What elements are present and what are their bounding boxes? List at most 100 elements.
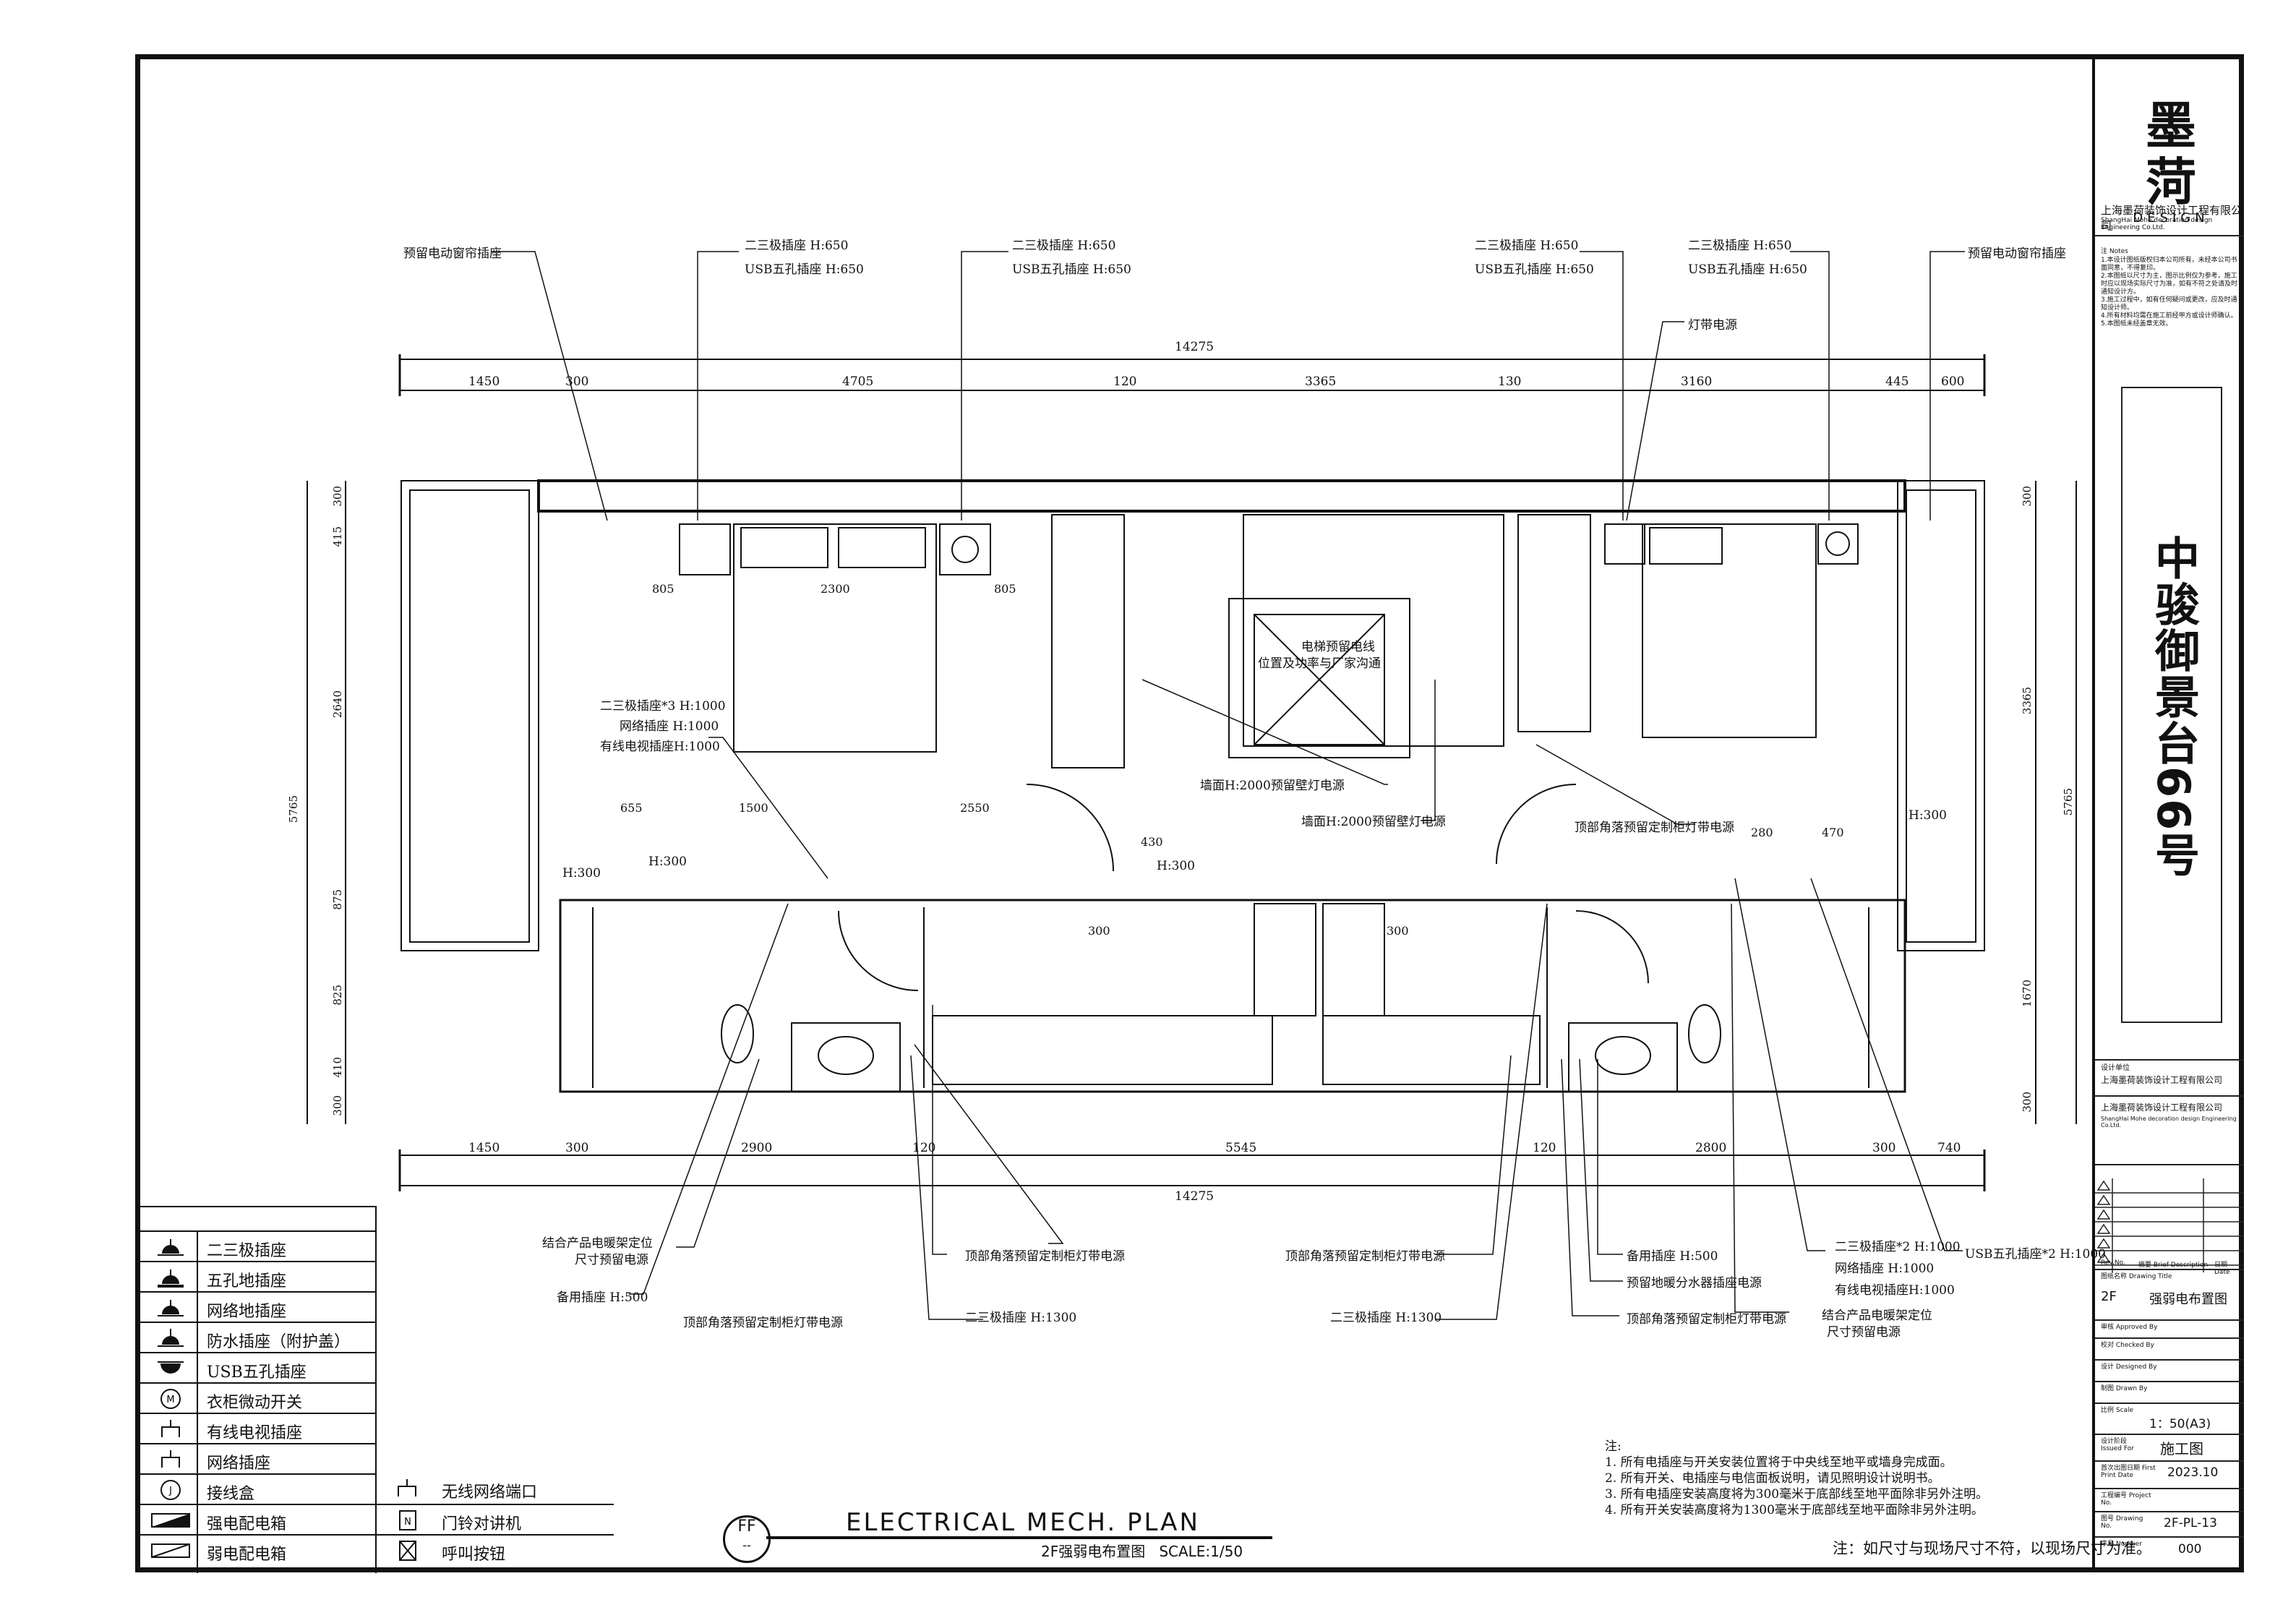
general-note: 4. 所有开关安装高度将为1300毫米于底部线至地平面除非另外注明。 [1605,1503,1984,1517]
dim-bottom-total: 14275 [1175,1189,1215,1204]
dim-left-0: 300 [331,486,344,507]
anno-socket-1a: 二三极插座 H:650 [745,239,849,253]
legend-label: 有线电视插座 [207,1424,303,1442]
dim-right-1: 3365 [2021,687,2034,715]
inner-dim-3: 430 [1141,835,1163,849]
general-note: 2. 所有开关、电插座与电信面板说明，请见照明设计说明书。 [1605,1471,1940,1486]
tb-divider [2095,1381,2244,1382]
plan-subtitle: 2F强弱电布置图 SCALE:1/50 [1041,1540,1243,1561]
title-block: 墨菏 DESIGN 上海墨荷装饰设计工程有限公司 ShangHai Mohe d… [2092,54,2244,1572]
section-marker-label: FF [737,1517,756,1536]
drawing-title-label: 图纸名称 Drawing Title [2101,1273,2172,1280]
legend-row-5: M 衣柜微动开关 [140,1382,375,1413]
tb-divider [2095,1269,2244,1270]
anno-bottom-2: 备用插座 H:500 [557,1290,648,1305]
anno-socket-2a: 二三极插座 H:650 [1012,239,1116,253]
dim-left-1: 415 [331,526,344,547]
approved-label: 审核 Approved By [2101,1324,2158,1331]
dim-top-2: 4705 [842,374,874,389]
drawing-title-value: 强弱电布置图 [2149,1292,2227,1307]
anno-wall-lamp-2: 墙面H:2000预留壁灯电源 [1301,815,1446,829]
tb-divider [2095,1511,2244,1512]
inner-dim-2: 2550 [960,801,990,815]
dim-right-3: 300 [2021,1092,2034,1113]
dim-top-5: 130 [1498,374,1522,389]
legend-left-edge [140,1230,142,1573]
plan-title-cn: 2F强弱电布置图 [1041,1543,1146,1560]
dim-bottom-1: 300 [565,1141,589,1155]
legend-label: 无线网络端口 [442,1483,538,1502]
anno-bed-l-b: 网络插座 H:1000 [620,719,719,734]
wardrobe-switch-icon: M [160,1389,181,1409]
note-item: 2.本图纸以尺寸为主，图示比例仅为参考，施工时应以现场实际尺寸为准，如有不符之处… [2101,273,2238,296]
legend-row-2: 网络地插座 [140,1291,375,1322]
brief-label: 摘要 Brief Description [2138,1262,2209,1269]
drawing-no-value: 2F-PL-13 [2164,1516,2217,1530]
legend-right-row-1: N 门铃对讲机 [375,1504,614,1534]
issued-value: 施工图 [2160,1440,2203,1457]
dim-left-6: 300 [331,1095,344,1116]
legend-spacer [437,1206,438,1230]
tb-divider [2095,1434,2244,1435]
dim-right-2: 1670 [2021,980,2034,1008]
general-note: 1. 所有电插座与开关安装位置将于中央线至地平或墙身完成面。 [1605,1455,1953,1470]
legend-right-row-2: 呼叫按钮 [375,1534,614,1564]
issued-label: 设计阶段 Issued For [2101,1438,2134,1452]
dim-bottom-0: 1450 [468,1141,500,1155]
legend-row-1: 五孔地插座 [140,1261,375,1291]
junction-box-icon: J [160,1480,181,1500]
general-notes-title: 注: [1605,1439,1622,1454]
company-name-2: 上海墨荷装饰设计工程有限公司 [2101,1102,2223,1113]
anno-bottom-13: USB五孔插座*2 H:1000 [1965,1247,2107,1262]
wifi-port-icon [398,1479,416,1496]
tv-socket-icon [161,1420,180,1437]
svg-text:J: J [168,1486,172,1496]
logo-mark: 墨菏 [2146,95,2196,212]
tb-divider [2095,1337,2244,1339]
first-print-value: 2023.10 [2167,1465,2219,1480]
legend-label: 二三极插座 [207,1242,287,1260]
legend-label: 网络插座 [207,1455,271,1473]
dim-bottom-4: 5545 [1225,1141,1257,1155]
anno-light-strip: 灯带电源 [1688,318,1737,333]
inner-dim-0: 655 [620,801,643,815]
dim-right-0: 300 [2021,486,2034,507]
dim-top-4: 3365 [1305,374,1337,389]
plan-scale: SCALE:1/50 [1159,1543,1243,1560]
legend-label: 弱电配电箱 [207,1546,287,1564]
five-hole-floor-socket-icon [158,1269,184,1288]
tb-divider [2095,1164,2244,1165]
legend-right-row-0: 无线网络端口 [375,1473,614,1504]
drawing-no-label: 图号 Drawing No. [2101,1515,2143,1530]
company-name-en-2: ShangHai Mohe decoration design Engineer… [2101,1115,2237,1129]
legend: 二三极插座 五孔地插座 网络地插座 防水插座（附护盖） USB五孔插座 M 衣柜… [140,1206,614,1573]
bed-dim-1: 2300 [821,582,850,596]
anno-socket-3a: 二三极插座 H:650 [1475,239,1579,253]
anno-h300-b: H:300 [648,855,687,869]
dim-bottom-8: 740 [1937,1141,1961,1155]
inner-dim-4: 300 [1088,924,1110,938]
anno-h300-c: H:300 [1157,859,1196,873]
checked-label: 校对 Checked By [2101,1342,2154,1349]
dim-bottom-5: 120 [1533,1141,1556,1155]
anno-bottom-12c: 有线电视插座H:1000 [1835,1283,1955,1298]
dim-right-total: 5765 [2062,788,2075,816]
anno-cabinet-light-r: 顶部角落预留定制柜灯带电源 [1575,821,1734,835]
first-print-label: 首次出图日期 First Print Date [2101,1465,2156,1479]
legend-label: 呼叫按钮 [442,1546,506,1564]
general-notes: 注: 1. 所有电插座与开关安装位置将于中央线至地平或墙身完成面。 2. 所有开… [1605,1439,1988,1518]
anno-bottom-1a: 结合产品电暖架定位 [542,1236,653,1251]
legend-top-line [140,1206,375,1230]
note-item: 1.本设计图纸版权归本公司所有，未经本公司书面同意，不得复印。 [2101,257,2237,272]
dim-bottom-7: 300 [1872,1141,1896,1155]
anno-bottom-8: 备用插座 H:500 [1627,1249,1718,1264]
dim-top-total: 14275 [1175,340,1215,354]
bed-dim-0: 805 [652,582,674,596]
dim-top-8: 600 [1941,374,1965,389]
anno-wall-lamp-1: 墙面H:2000预留壁灯电源 [1200,779,1345,793]
scale-label: 比例 Scale [2101,1407,2134,1414]
section-marker: FF -- [723,1515,771,1563]
designer-value: 上海墨荷装饰设计工程有限公司 [2101,1075,2223,1085]
legend-row-4: USB五孔插座 [140,1352,375,1382]
